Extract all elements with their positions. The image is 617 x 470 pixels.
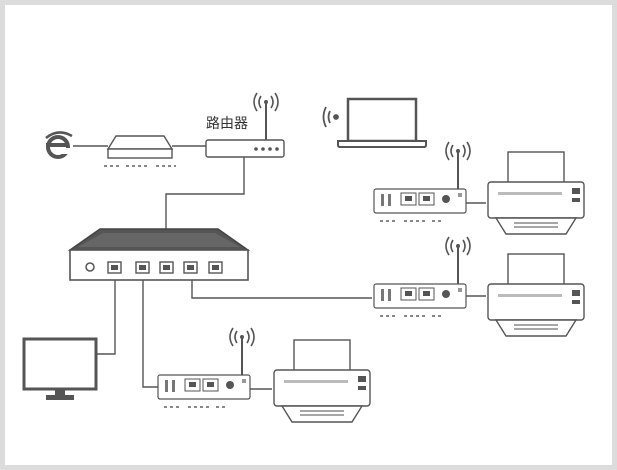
- switch-to-print-server-3-line: [142, 272, 158, 388]
- ie-logo-icon: [45, 131, 73, 159]
- print-server-antenna-icon: [229, 327, 255, 376]
- print-server-icon: [373, 188, 467, 222]
- print-server-antenna-icon: [445, 236, 471, 285]
- switch-to-monitor-line: [96, 272, 116, 355]
- router-icon: [205, 92, 285, 158]
- print-server-icon: [157, 374, 251, 408]
- printer-icon: [273, 339, 371, 423]
- wifi-signal-icon: [322, 106, 339, 128]
- network-switch-icon: [67, 228, 251, 281]
- modem-icon: [104, 135, 176, 167]
- router-label: 路由器: [206, 116, 248, 132]
- printer-icon: [487, 253, 585, 337]
- printer-icon: [487, 151, 585, 235]
- top-blank-band: [5, 5, 612, 61]
- monitor-icon: [22, 337, 98, 400]
- laptop-icon: [337, 97, 427, 148]
- print-server-antenna-icon: [445, 141, 471, 190]
- print-server-icon: [373, 283, 467, 317]
